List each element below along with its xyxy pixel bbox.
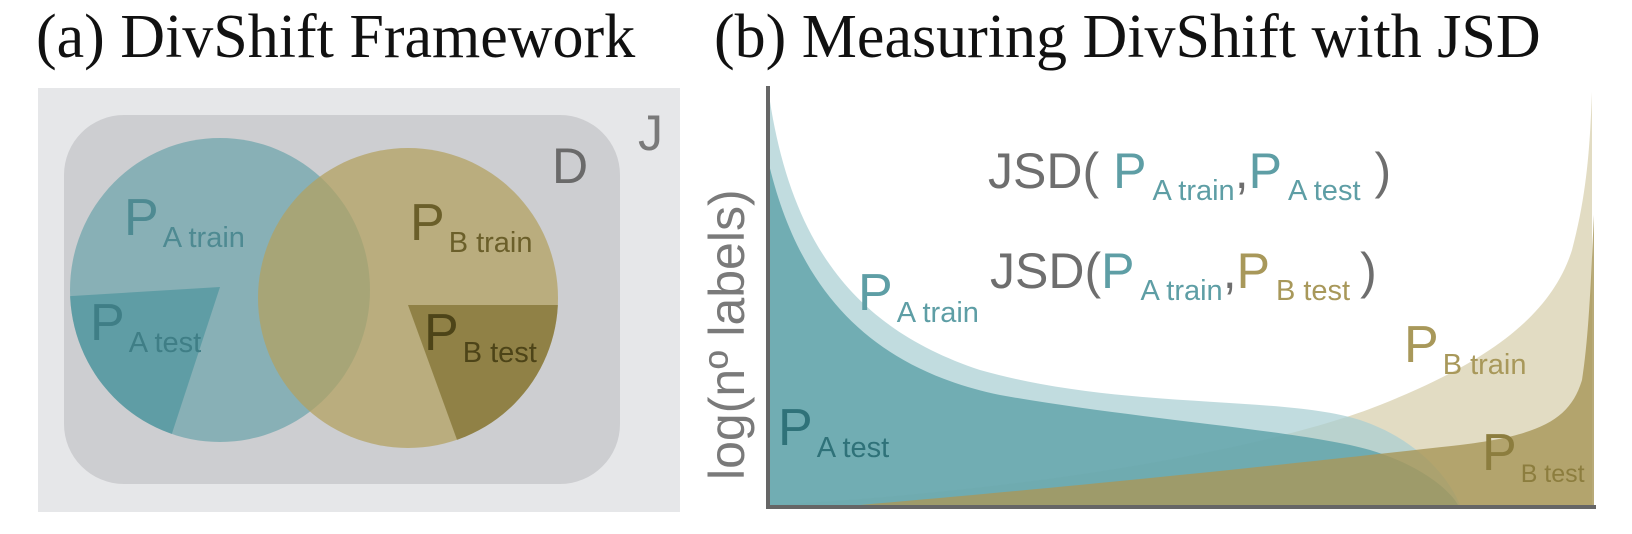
curve-a-test-subscript: A test [817,432,890,464]
set-b-test-subscript: B test [463,337,537,369]
curve-a-train-symbol: P [858,264,893,322]
set-b-train-subscript: B train [449,227,533,259]
jsd-2-s1: A train [1140,275,1222,307]
jsd-1-suffix: ) [1375,143,1392,199]
jsd-2-suffix: ) [1360,243,1377,299]
curve-b-test [860,215,1594,505]
jsd-2-p2: P [1237,243,1270,299]
y-axis-label: log(nº labels) [699,189,755,480]
curve-a-test-symbol: P [778,399,813,457]
jsd-1-prefix: JSD( [988,143,1099,199]
set-a-train-symbol: P [124,189,159,247]
set-b-train-symbol: P [410,194,445,252]
jsd-2-sep: , [1223,243,1237,299]
jsd-2-p1: P [1101,243,1134,299]
curve-b-test-symbol: P [1482,424,1517,482]
set-b-test-symbol: P [424,304,459,362]
set-a-test-symbol: P [90,294,125,352]
region-d-label: D [552,138,588,194]
region-j-label: J [638,105,663,161]
curve-a-test [768,160,1458,505]
curve-a-train-subscript: A train [897,297,979,329]
jsd-1-p1: P [1113,143,1146,199]
curve-b-train-symbol: P [1404,316,1439,374]
set-a-test-subscript: A test [129,327,202,359]
jsd-1-s1: A train [1152,175,1234,207]
jsd-2-prefix: JSD( [990,243,1101,299]
jsd-2-s2: B test [1276,275,1350,307]
panel-a-title: (a) DivShift Framework [36,3,636,71]
curve-b-train-subscript: B train [1443,349,1527,381]
panel-b-title: (b) Measuring DivShift with JSD [714,3,1541,71]
curve-b-test-subscript: B test [1521,460,1585,488]
jsd-1-s2: A test [1288,175,1361,207]
jsd-1-sep: , [1235,143,1249,199]
set-a-train-subscript: A train [163,222,245,254]
jsd-1-p2: P [1249,143,1282,199]
